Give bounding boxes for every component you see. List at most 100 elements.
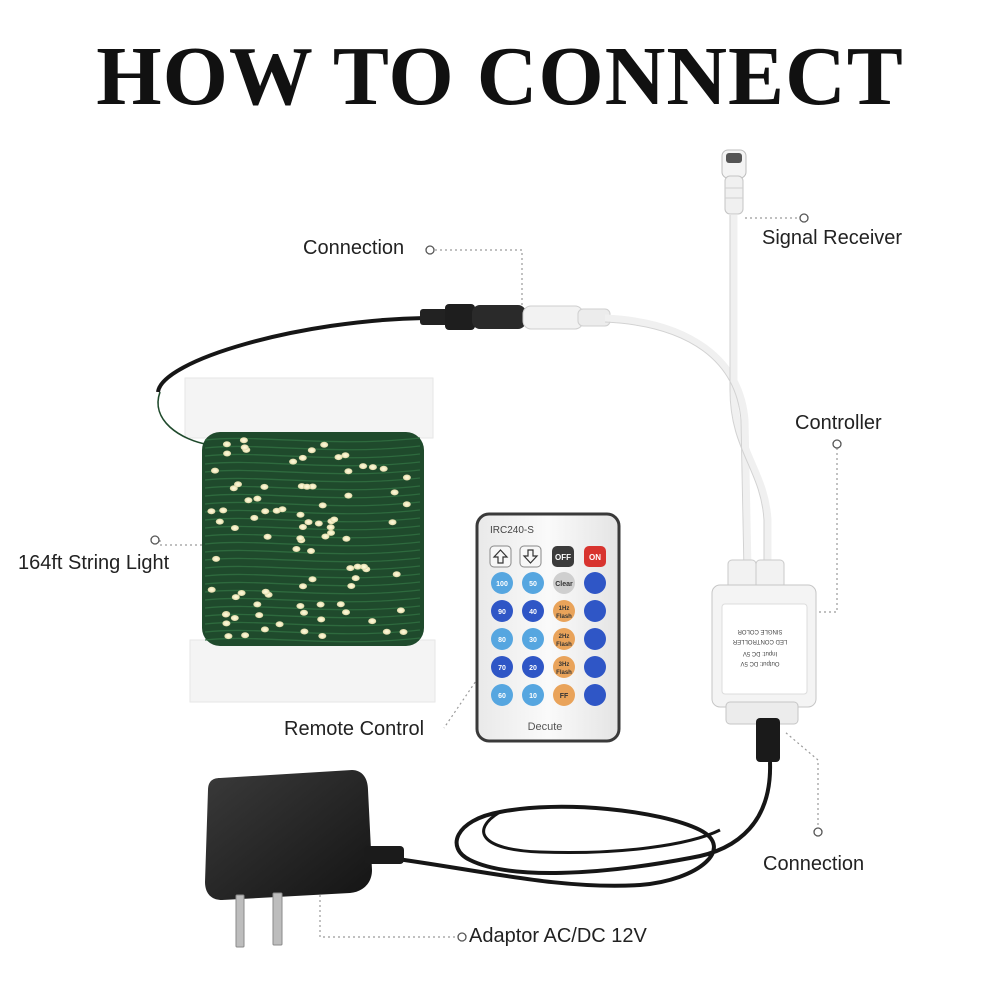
remote-key (584, 628, 606, 650)
led-bulb (320, 441, 329, 448)
controller-line-1: SINGLE COLOR (737, 628, 783, 634)
string-light-spool (184, 377, 436, 703)
led-bulb (241, 632, 250, 639)
led-bulb (253, 601, 262, 608)
label-string-light: 164ft String Light (18, 552, 170, 574)
spool-leds (207, 437, 411, 640)
led-bulb (260, 483, 269, 490)
led-bulb (222, 441, 231, 448)
spool-wire (204, 637, 421, 643)
controller-label: SINGLE COLOR LED CONTROLLER Input: DC 5V… (732, 628, 787, 666)
led-bulb (346, 565, 355, 572)
remote-key-label: 60 (498, 693, 506, 700)
led-bulb (379, 465, 388, 472)
led-bulb (296, 511, 305, 518)
led-bulb (230, 615, 239, 621)
spool-wire (204, 437, 421, 443)
spool-wire (204, 541, 421, 547)
led-bulb (207, 586, 216, 593)
led-bulb (334, 454, 343, 461)
led-bulb (224, 633, 233, 640)
label-adaptor: Adaptor AC/DC 12V (469, 925, 647, 947)
led-bulb (263, 533, 272, 540)
led-bulb (336, 601, 345, 608)
remote-key (553, 684, 575, 706)
led-bulb (300, 609, 308, 616)
led-bulb (344, 492, 353, 499)
remote-off-key: OFF (555, 553, 571, 562)
remote-key (584, 684, 606, 706)
controller-box (711, 559, 817, 762)
remote-key (522, 600, 544, 622)
remote-key (584, 600, 606, 622)
remote-key-label: 10 (529, 693, 537, 700)
led-bulb (300, 628, 309, 635)
remote-key (553, 600, 575, 622)
page-title: HOW TO CONNECT (96, 30, 904, 123)
remote-key-label: 30 (529, 637, 537, 644)
controller-line-2: LED CONTROLLER (732, 638, 787, 644)
led-bulb (307, 548, 315, 554)
spool-wire (204, 549, 421, 555)
remote-key-label: 70 (498, 665, 506, 672)
led-bulb (223, 450, 232, 457)
spool-wire (204, 493, 421, 499)
remote-key-label: 1Hz (559, 606, 570, 612)
led-bulb (296, 603, 305, 609)
adaptor-cable (389, 761, 773, 888)
remote-key-label: FF (560, 693, 569, 700)
label-controller: Controller (795, 412, 882, 434)
led-bulb (212, 555, 221, 562)
top-connector (420, 304, 611, 330)
controller-line-3: Input: DC 5V (743, 650, 777, 656)
led-bulb (368, 618, 377, 625)
spool-wire (204, 565, 421, 571)
led-bulb (255, 612, 264, 619)
led-bulb (353, 563, 362, 570)
remote-key-label: 90 (498, 609, 506, 616)
led-bulb (272, 507, 281, 514)
spool-wire (204, 469, 421, 475)
remote-on-key: ON (589, 553, 601, 562)
led-bulb (359, 463, 368, 470)
string-light-lead (156, 316, 426, 446)
controller-wires (604, 215, 772, 571)
leader-dots (150, 213, 842, 942)
led-bulb (396, 607, 405, 614)
led-bulb (330, 516, 339, 523)
remote-key-label: 2Hz (559, 634, 570, 640)
led-bulb (344, 468, 353, 475)
led-bulb (207, 508, 216, 515)
led-bulb (260, 626, 269, 633)
arrow-up-icon (492, 549, 509, 564)
remote-key-label: 3Hz (559, 662, 570, 668)
led-bulb (292, 546, 301, 552)
led-bulb (298, 454, 307, 461)
led-bulb (231, 594, 240, 601)
led-bulb (317, 616, 326, 623)
led-bulb (351, 575, 360, 582)
remote-key-label: 50 (529, 581, 537, 588)
led-bulb (326, 524, 335, 531)
led-bulb (237, 590, 246, 596)
power-adaptor (205, 770, 404, 948)
led-bulb (240, 444, 249, 451)
led-bulb (221, 611, 230, 618)
label-remote-control: Remote Control (284, 718, 425, 740)
led-bulb (296, 535, 305, 542)
remote-key-label: Flash (556, 642, 572, 648)
led-bulb (253, 495, 262, 502)
remote-key (553, 572, 575, 594)
spool-wire (204, 589, 421, 595)
led-bulb (341, 452, 350, 459)
spool-wire (204, 517, 421, 523)
led-bulb (275, 621, 284, 628)
led-bulb (234, 481, 242, 488)
spool-wire (204, 477, 421, 483)
spool-wire (204, 597, 421, 603)
spool-wire (204, 557, 421, 563)
remote-key-label: Flash (556, 614, 572, 620)
label-connection-bottom: Connection (763, 853, 865, 875)
led-bulb (368, 464, 377, 471)
